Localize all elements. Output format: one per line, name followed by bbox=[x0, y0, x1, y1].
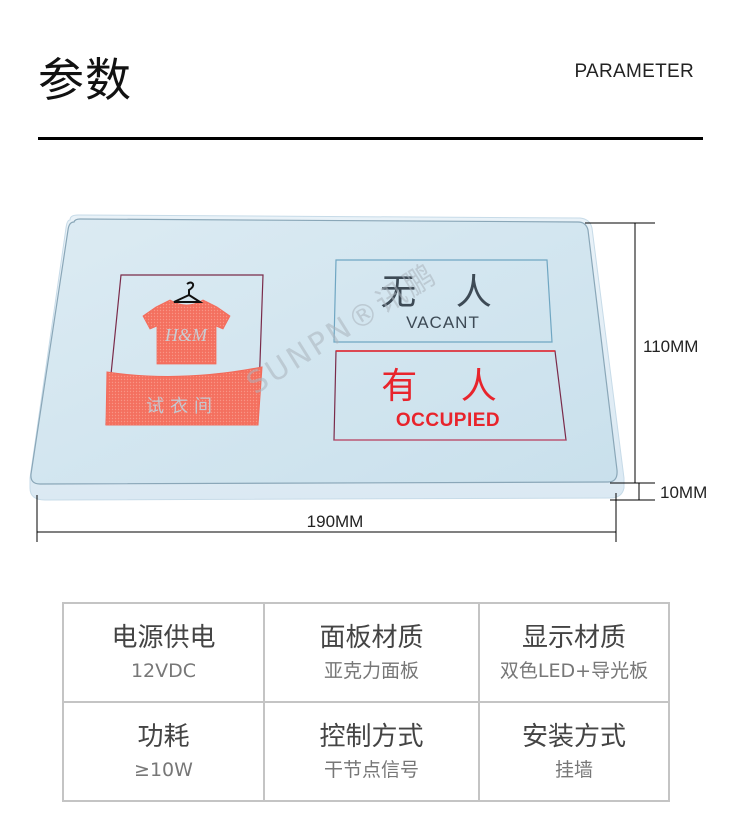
fitting-room-icon-panel: H&M 试衣间 bbox=[105, 274, 264, 426]
occupied-sign: 有 人 OCCUPIED bbox=[333, 350, 567, 441]
width-label: 190MM bbox=[307, 512, 364, 531]
thickness-label: 10MM bbox=[660, 483, 707, 502]
spec-title: 电源供电 bbox=[111, 622, 216, 653]
vacant-cn: 无 人 bbox=[380, 272, 505, 313]
spec-value: 双色LED+导光板 bbox=[499, 659, 649, 682]
width-dimension bbox=[36, 495, 617, 542]
spec-title: 功耗 bbox=[137, 721, 190, 752]
spec-cell-panel-material: 面板材质 亚克力面板 bbox=[263, 602, 480, 703]
spec-cell-display-material: 显示材质 双色LED+导光板 bbox=[478, 602, 670, 703]
spec-cell-installation: 安装方式 挂墙 bbox=[478, 701, 670, 802]
spec-value: 挂墙 bbox=[554, 758, 593, 781]
spec-title: 显示材质 bbox=[521, 622, 626, 653]
spec-cell-control-method: 控制方式 干节点信号 bbox=[263, 701, 480, 802]
spec-title: 面板材质 bbox=[319, 622, 424, 653]
brand-logo: H&M bbox=[164, 325, 208, 345]
spec-value: 干节点信号 bbox=[323, 758, 419, 781]
title-divider bbox=[38, 137, 703, 140]
occupied-cn: 有 人 bbox=[381, 366, 512, 407]
spec-table: 电源供电 12VDC 面板材质 亚克力面板 显示材质 双色LED+导光板 功耗 … bbox=[62, 602, 670, 802]
vacant-sign: 无 人 VACANT bbox=[333, 259, 553, 343]
spec-title: 控制方式 bbox=[319, 721, 424, 752]
height-label: 110MM bbox=[643, 337, 698, 356]
height-dimension bbox=[585, 222, 655, 515]
table-row: 电源供电 12VDC 面板材质 亚克力面板 显示材质 双色LED+导光板 bbox=[62, 602, 670, 703]
spec-title: 安装方式 bbox=[521, 721, 626, 752]
product-image: H&M 试衣间 无 人 VACANT 有 人 OCCUPIED SUNPN®讯鹏… bbox=[29, 214, 707, 542]
page-title: 参数 bbox=[38, 53, 132, 107]
spec-value: 亚克力面板 bbox=[323, 659, 419, 682]
occupied-en: OCCUPIED bbox=[396, 410, 500, 431]
page-subtitle: PARAMETER bbox=[574, 61, 694, 82]
spec-cell-power-consumption: 功耗 ≥10W bbox=[62, 701, 265, 802]
spec-value: 12VDC bbox=[130, 659, 197, 682]
table-row: 功耗 ≥10W 控制方式 干节点信号 安装方式 挂墙 bbox=[62, 701, 670, 802]
fitting-room-label: 试衣间 bbox=[146, 396, 218, 417]
vacant-en: VACANT bbox=[406, 313, 480, 332]
spec-value: ≥10W bbox=[134, 758, 193, 781]
spec-cell-power-supply: 电源供电 12VDC bbox=[62, 602, 265, 703]
